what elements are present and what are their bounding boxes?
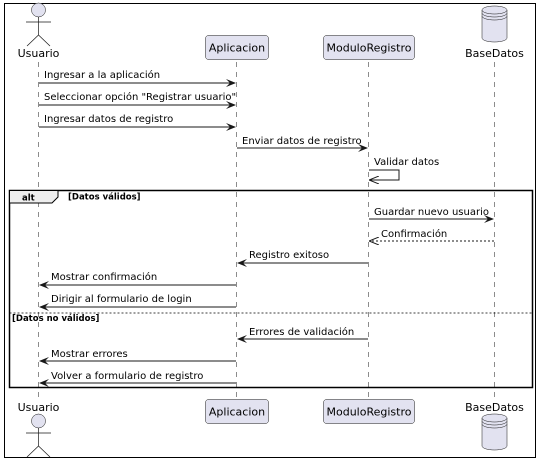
message-label: Validar datos [374, 157, 439, 168]
actor-head-icon [31, 2, 46, 18]
actor-usuario-bottom: Usuario [18, 401, 60, 458]
participant-box [205, 35, 269, 60]
message-label: Confirmación [381, 228, 447, 240]
actor-usuario-top: Usuario [18, 2, 60, 60]
participant-modulo-top: ModuloRegistro [323, 35, 415, 60]
alt-fragment: alt [Datos válidos] [Datos no válidos] [8, 189, 534, 389]
messages-alt: Guardar nuevo usuario Confirmación Regis… [39, 207, 494, 387]
participant-box [205, 399, 269, 424]
participant-modulo-bottom: ModuloRegistro [323, 399, 415, 424]
participant-label-base-top: BaseDatos [465, 47, 524, 60]
message-label: Enviar datos de registro [242, 136, 362, 147]
self-message-arrow [369, 169, 400, 180]
database-icon [481, 5, 508, 43]
participant-base-top: BaseDatos [465, 5, 524, 60]
participant-box [323, 35, 415, 60]
message-label: Ingresar a la aplicación [44, 69, 160, 81]
participant-base-bottom: BaseDatos [465, 401, 524, 451]
message-label: Errores de validación [249, 326, 354, 338]
message-label: Mostrar errores [51, 349, 128, 360]
participant-label-modulo-bottom: ModuloRegistro [327, 406, 412, 419]
lifelines [38, 62, 495, 398]
message-label: Volver a formulario de registro [51, 371, 203, 382]
participant-aplicacion-top: Aplicacion [205, 35, 269, 60]
participant-label-usuario-top: Usuario [18, 47, 60, 60]
participant-box [323, 399, 415, 424]
participant-label-usuario-bottom: Usuario [18, 401, 60, 414]
messages: Ingresar a la aplicación Seleccionar opc… [39, 69, 439, 180]
diagram-frame [4, 3, 536, 458]
alt-guard-invalid: [Datos no válidos] [12, 314, 100, 324]
participant-label-modulo-top: ModuloRegistro [327, 42, 412, 55]
actor-head-icon [31, 413, 46, 429]
alt-guard-valid: [Datos válidos] [68, 193, 141, 203]
alt-fragment-frame [8, 189, 534, 389]
message-label: Mostrar confirmación [51, 271, 157, 283]
message-label: Guardar nuevo usuario [374, 207, 489, 218]
message-label: Dirigir al formulario de login [51, 294, 192, 305]
message-label: Registro exitoso [249, 250, 329, 261]
alt-keyword: alt [22, 194, 35, 204]
participant-aplicacion-bottom: Aplicacion [205, 399, 269, 424]
participant-label-aplicacion-top: Aplicacion [209, 42, 265, 55]
database-icon [481, 413, 508, 451]
message-label: Ingresar datos de registro [44, 114, 173, 125]
participant-label-aplicacion-bottom: Aplicacion [209, 406, 265, 419]
participant-label-base-bottom: BaseDatos [465, 401, 524, 414]
message-label: Seleccionar opción "Registrar usuario" [44, 91, 236, 103]
